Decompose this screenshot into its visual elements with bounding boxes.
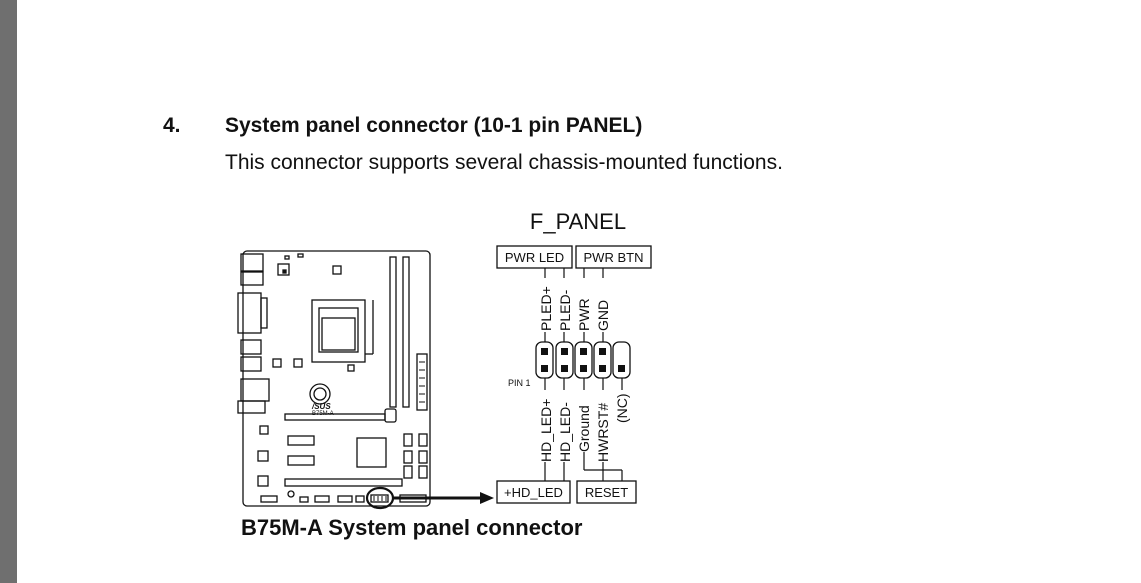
pin-label-nc: (NC) <box>614 393 630 423</box>
bottom-bracket-lines <box>544 378 623 481</box>
reset-group-box <box>576 480 637 504</box>
pointer-arrowhead <box>480 492 494 504</box>
motherboard-diagram <box>237 250 431 507</box>
pin-squares <box>541 348 625 372</box>
connector-stripes <box>373 361 425 501</box>
hd-led-group-box <box>496 480 571 504</box>
pin-header <box>535 341 631 379</box>
pin-label-pwr: PWR <box>576 298 592 331</box>
pin-label-pled-plus: PLED+ <box>538 286 554 331</box>
pin1-label: PIN 1 <box>508 378 531 388</box>
figure-caption: B75M-A System panel connector <box>241 515 583 540</box>
pin-label-hd-led-minus: HD_LED- <box>557 402 573 462</box>
hd-led-group-label: +HD_LED <box>504 485 563 500</box>
pin-label-pled-minus: PLED- <box>557 289 573 331</box>
pwr-led-group-label: PWR LED <box>505 250 564 265</box>
pwr-led-group-box <box>496 245 573 269</box>
fpanel-title: F_PANEL <box>530 209 626 234</box>
pin-label-hwrst: HWRST# <box>595 403 611 462</box>
viewer-left-border <box>0 0 17 583</box>
pwr-btn-group-box <box>575 245 652 269</box>
top-bracket-lines <box>544 268 604 342</box>
section-title: System panel connector (10-1 pin PANEL) <box>225 114 643 137</box>
board-logo: /SUS <box>311 402 331 411</box>
reset-group-label: RESET <box>585 485 628 500</box>
pin-label-ground: Ground <box>576 405 592 452</box>
pin-label-hd-led-plus: HD_LED+ <box>538 399 554 462</box>
section-number: 4. <box>163 114 181 137</box>
pin-label-gnd: GND <box>595 300 611 331</box>
pwr-btn-group-label: PWR BTN <box>584 250 644 265</box>
board-model: B75M-A <box>312 411 334 417</box>
section-description: This connector supports several chassis-… <box>225 151 783 174</box>
